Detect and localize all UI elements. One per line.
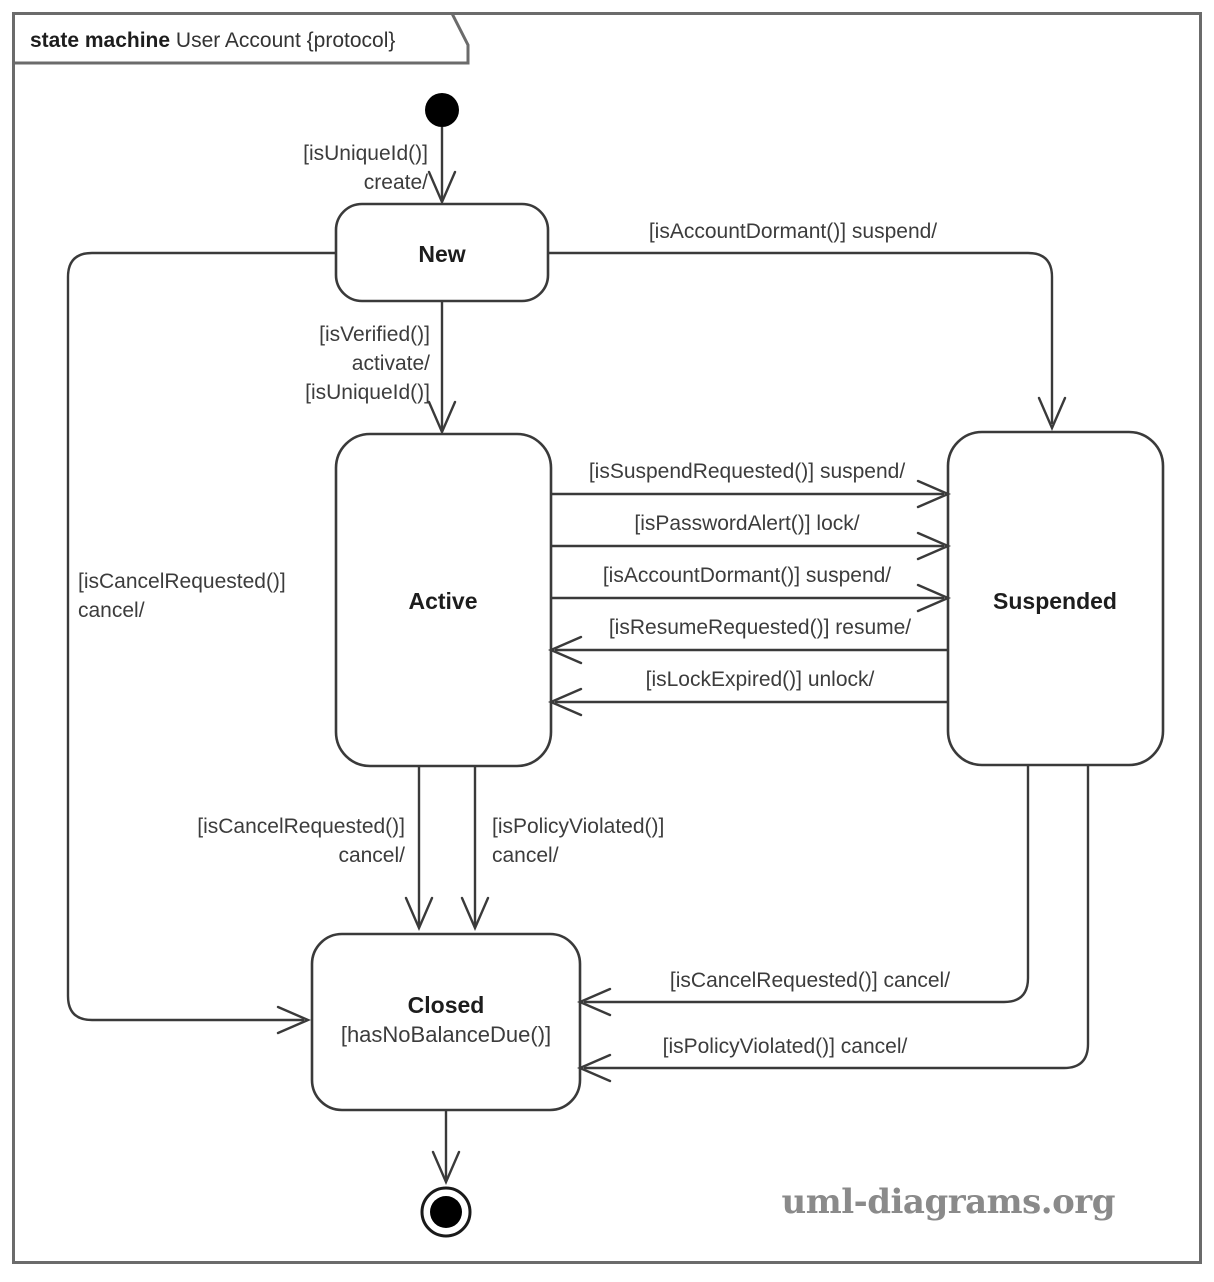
arrowhead-active-to-closed-2 (460, 896, 490, 932)
edge-new-to-suspended (548, 251, 1054, 424)
frame-keyword: state machine (30, 29, 170, 52)
frame-label: state machine User Account {protocol} (30, 29, 395, 52)
label-active-to-closed-1-effect: cancel/ (338, 844, 405, 867)
label-suspended-to-closed-2: [isPolicyViolated()] cancel/ (663, 1035, 908, 1058)
arrowhead-new-to-active (427, 400, 457, 436)
label-new-to-active-post: [isUniqueId()] (305, 381, 430, 404)
label-new-to-closed-effect: cancel/ (78, 599, 145, 622)
arrowhead-suspended-to-active-2 (547, 687, 583, 717)
label-suspended-to-closed-1: [isCancelRequested()] cancel/ (670, 969, 950, 992)
arrowhead-suspended-to-closed-2 (576, 1053, 612, 1083)
label-active-to-suspended-3: [isAccountDormant()] suspend/ (603, 564, 891, 587)
label-new-to-active-guard: [isVerified()] (319, 323, 430, 346)
arrowhead-active-to-suspended-3 (916, 583, 952, 613)
final-state-ring (420, 1186, 472, 1238)
diagram-frame (12, 12, 1202, 1264)
label-initial-to-new-guard: [isUniqueId()] (303, 142, 428, 165)
state-active-label: Active (408, 588, 477, 614)
label-suspended-to-active-1: [isResumeRequested()] resume/ (609, 616, 911, 639)
label-new-to-active-effect: activate/ (352, 352, 430, 375)
arrowhead-initial-to-new (427, 170, 457, 206)
state-active[interactable] (334, 432, 553, 768)
state-closed-label: Closed (408, 992, 485, 1018)
edge-suspended-to-closed-2 (584, 765, 1090, 1070)
arrowhead-active-to-suspended-2 (916, 531, 952, 561)
label-active-to-closed-2-effect: cancel/ (492, 844, 559, 867)
frame-name: User Account {protocol} (176, 29, 395, 52)
final-state (430, 1196, 462, 1228)
label-active-to-closed-1-guard: [isCancelRequested()] (197, 815, 405, 838)
state-new-label: New (418, 241, 465, 267)
arrowhead-new-to-closed (276, 1005, 312, 1035)
watermark: uml-diagrams.org (782, 1182, 1115, 1222)
state-suspended-label: Suspended (993, 588, 1117, 614)
arrowhead-suspended-to-active-1 (547, 635, 583, 665)
edge-suspended-to-closed-1 (584, 765, 1030, 1004)
state-closed-invariant: [hasNoBalanceDue()] (341, 1022, 551, 1047)
label-suspended-to-active-2: [isLockExpired()] unlock/ (646, 668, 875, 691)
label-active-to-suspended-1: [isSuspendRequested()] suspend/ (589, 460, 906, 483)
label-new-to-closed-guard: [isCancelRequested()] (78, 570, 286, 593)
edge-new-to-closed (66, 251, 336, 1022)
label-active-to-closed-2-guard: [isPolicyViolated()] (492, 815, 664, 838)
arrowhead-active-to-closed-1 (404, 896, 434, 932)
initial-state (425, 93, 459, 127)
arrowhead-new-to-suspended (1037, 396, 1067, 432)
arrowhead-closed-to-final (431, 1150, 461, 1186)
arrowhead-suspended-to-closed-1 (576, 987, 612, 1017)
label-active-to-suspended-2: [isPasswordAlert()] lock/ (634, 512, 859, 535)
arrowhead-active-to-suspended-1 (916, 479, 952, 509)
frame-name-tab (12, 12, 470, 65)
label-initial-to-new-effect: create/ (364, 171, 428, 194)
label-new-to-suspended: [isAccountDormant()] suspend/ (649, 220, 937, 243)
